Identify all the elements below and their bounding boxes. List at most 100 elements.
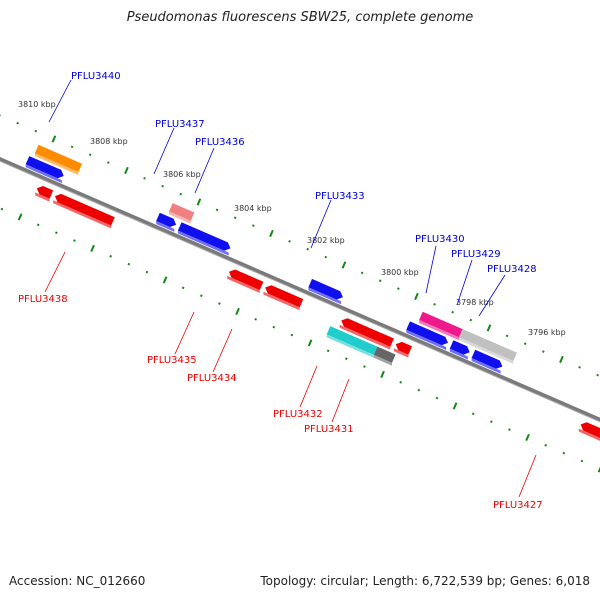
kbp-label: 3810 kbp bbox=[18, 100, 56, 109]
major-tick bbox=[452, 402, 458, 410]
minor-tick bbox=[36, 223, 40, 227]
minor-tick bbox=[290, 333, 294, 337]
minor-tick bbox=[324, 255, 328, 259]
minor-tick bbox=[200, 294, 203, 298]
kbp-label: 3808 kbp bbox=[90, 137, 128, 146]
forward-cds-6-edge bbox=[449, 348, 468, 360]
forward-cds-6[interactable] bbox=[449, 340, 470, 355]
major-tick bbox=[90, 244, 95, 253]
pink-feature[interactable] bbox=[169, 203, 195, 221]
map-title: Pseudomonas fluorescens SBW25, complete … bbox=[126, 10, 474, 25]
minor-tick bbox=[179, 192, 183, 196]
minor-tick bbox=[596, 373, 600, 377]
minor-tick bbox=[34, 129, 38, 133]
minor-tick bbox=[0, 207, 4, 211]
gene-label-pflu3434[interactable]: PFLU3434 bbox=[187, 373, 237, 384]
minor-tick bbox=[578, 366, 581, 369]
reverse-cds-5-edge bbox=[339, 324, 391, 350]
forward-cds-2-edge bbox=[156, 221, 175, 232]
position-labels: 3810 kbp 3808 kbp 3806 kbp 3804 kbp 3802… bbox=[18, 100, 566, 337]
minor-tick bbox=[16, 121, 20, 125]
gene-label-pflu3428[interactable]: PFLU3428 bbox=[487, 264, 537, 275]
kbp-label: 3800 kbp bbox=[381, 268, 419, 277]
reverse-cds-1[interactable] bbox=[36, 186, 54, 199]
minor-tick bbox=[326, 349, 330, 353]
minor-tick bbox=[181, 286, 185, 290]
minor-tick bbox=[399, 380, 403, 384]
major-tick bbox=[196, 198, 202, 206]
orange-feature[interactable] bbox=[34, 144, 82, 172]
gene-label-pflu3432[interactable]: PFLU3432 bbox=[273, 409, 323, 420]
major-tick bbox=[307, 339, 313, 347]
reverse-cds-7[interactable] bbox=[580, 422, 600, 455]
reverse-cds-3[interactable] bbox=[229, 269, 264, 291]
inner-tick-ring bbox=[0, 207, 600, 473]
reverse-cds-4[interactable] bbox=[265, 285, 304, 308]
outer-tick-ring bbox=[0, 114, 600, 377]
forward-cds-1-edge bbox=[25, 164, 62, 184]
minor-tick bbox=[254, 317, 258, 321]
reverse-cds-2[interactable] bbox=[55, 193, 115, 226]
minor-tick bbox=[580, 459, 584, 463]
reverse-cds-5[interactable] bbox=[341, 318, 394, 347]
forward-cds-3[interactable] bbox=[177, 222, 231, 251]
major-tick bbox=[559, 355, 564, 364]
major-tick bbox=[414, 292, 419, 301]
cyan-feature[interactable] bbox=[326, 326, 378, 355]
grey-feature-2[interactable] bbox=[480, 338, 517, 361]
minor-tick bbox=[143, 177, 146, 180]
forward-cds-1[interactable] bbox=[25, 156, 64, 179]
forward-cds-7[interactable] bbox=[471, 349, 503, 369]
minor-tick bbox=[88, 153, 92, 157]
minor-tick bbox=[215, 208, 219, 212]
minor-tick bbox=[435, 396, 439, 400]
orange-feature-edge bbox=[34, 153, 79, 175]
gene-label-pflu3438[interactable]: PFLU3438 bbox=[18, 294, 68, 305]
pink-feature-edge bbox=[169, 211, 191, 224]
major-tick bbox=[162, 276, 168, 284]
minor-tick bbox=[70, 145, 74, 149]
grey-feature-2-edge bbox=[480, 346, 514, 364]
gene-label-pflu3437[interactable]: PFLU3437 bbox=[155, 119, 205, 130]
gene-label-pflu3427[interactable]: PFLU3427 bbox=[493, 500, 543, 511]
gene-label-pflu3430[interactable]: PFLU3430 bbox=[415, 234, 465, 245]
forward-cds-5[interactable] bbox=[406, 321, 448, 346]
accession-text: Accession: NC_012660 bbox=[9, 574, 146, 588]
gene-label-pflu3431[interactable]: PFLU3431 bbox=[304, 424, 354, 435]
gene-label-pflu3436[interactable]: PFLU3436 bbox=[195, 137, 245, 148]
magenta-feature[interactable] bbox=[419, 311, 463, 338]
minor-tick bbox=[73, 239, 76, 242]
gene-labels: PFLU3440 PFLU3437 PFLU3436 PFLU3433 PFLU… bbox=[18, 71, 543, 511]
gene-label-pflu3435[interactable]: PFLU3435 bbox=[147, 355, 197, 366]
forward-cds-4-edge bbox=[308, 287, 342, 305]
gene-label-pflu3433[interactable]: PFLU3433 bbox=[315, 191, 365, 202]
major-tick bbox=[269, 229, 274, 238]
forward-cds-2[interactable] bbox=[156, 212, 177, 227]
minor-tick bbox=[490, 420, 493, 423]
kbp-label: 3802 kbp bbox=[307, 236, 345, 245]
major-tick bbox=[124, 166, 129, 175]
minor-tick bbox=[471, 412, 475, 416]
minor-tick bbox=[378, 279, 382, 283]
minor-tick bbox=[233, 216, 237, 220]
gene-label-pflu3429[interactable]: PFLU3429 bbox=[451, 249, 501, 260]
kbp-label: 3798 kbp bbox=[456, 298, 494, 307]
minor-tick bbox=[272, 325, 276, 329]
gene-label-pflu3440[interactable]: PFLU3440 bbox=[71, 71, 121, 82]
minor-tick bbox=[145, 270, 149, 274]
minor-tick bbox=[106, 161, 110, 164]
grey-feature-1-edge bbox=[459, 337, 481, 350]
major-tick bbox=[17, 213, 23, 221]
minor-tick bbox=[161, 184, 165, 188]
grey-feature-1[interactable] bbox=[459, 329, 485, 347]
reverse-cds-2-edge bbox=[53, 200, 112, 229]
reverse-cds-6[interactable] bbox=[395, 341, 412, 355]
minor-tick bbox=[451, 310, 455, 314]
topology-text: Topology: circular; Length: 6,722,539 bp… bbox=[260, 574, 590, 588]
major-tick bbox=[235, 307, 240, 316]
dark-grey-feature[interactable] bbox=[373, 346, 396, 363]
reverse-cds-7-edge bbox=[578, 428, 600, 441]
minor-tick bbox=[109, 255, 113, 258]
forward-cds-4[interactable] bbox=[308, 278, 343, 300]
